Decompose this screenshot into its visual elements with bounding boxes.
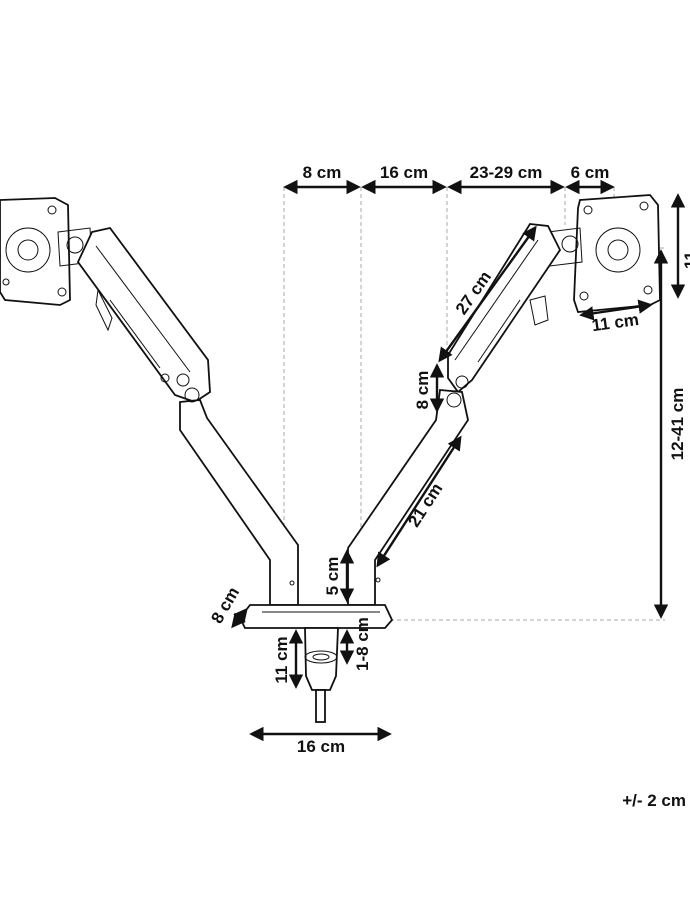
label-post-height: 5 cm <box>323 557 342 596</box>
label-top-width: 16 cm <box>380 163 428 182</box>
label-base-width: 16 cm <box>297 737 345 756</box>
left-upper-arm <box>76 226 211 403</box>
tolerance-note: +/- 2 cm <box>622 791 686 810</box>
label-vesa-offset: 6 cm <box>571 163 610 182</box>
left-vesa-plate <box>0 197 93 306</box>
label-height-range: 12-41 cm <box>668 388 687 461</box>
right-vesa-plate <box>547 194 661 313</box>
left-lower-arm <box>179 387 299 606</box>
label-vesa-height: 11 <box>681 251 690 269</box>
label-arm-extension: 23-29 cm <box>470 163 543 182</box>
dimension-arrows <box>231 179 686 742</box>
desk-clamp <box>304 627 339 723</box>
label-top-offset: 8 cm <box>303 163 342 182</box>
right-lower-arm <box>347 389 469 606</box>
label-joint-height: 8 cm <box>413 371 432 410</box>
label-clamp-height: 11 cm <box>272 636 291 683</box>
label-desk-thickness: 1-8 cm <box>353 617 372 671</box>
